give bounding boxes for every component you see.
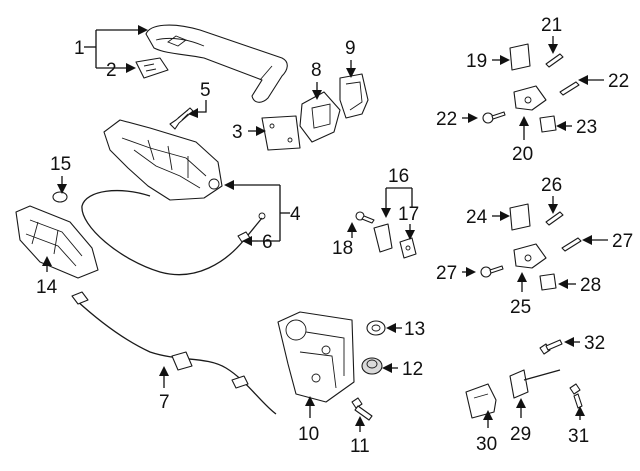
callout-13: 13 [404,319,425,340]
lower-hinge-group [480,203,582,291]
clip-part [52,191,68,203]
callout-3: 3 [232,122,243,143]
callout-9: 9 [345,38,356,59]
callout-19: 19 [466,51,487,72]
callout-5: 5 [200,80,211,101]
callout-17: 17 [398,204,419,225]
callout-10: 10 [298,424,319,445]
callout-26: 26 [541,175,562,196]
callout-12: 12 [402,359,423,380]
callout-28: 28 [580,275,601,296]
callout-29: 29 [510,424,531,445]
callout-31: 31 [568,426,589,447]
callout-16: 16 [388,166,409,187]
callout-6: 6 [262,232,273,253]
exterior-handle-part [145,24,288,103]
callout-18: 18 [332,238,353,259]
bracket-set-part [355,211,417,259]
latch-bolt-part [351,397,373,421]
callout-7: 7 [159,392,170,413]
cover-cap-part [339,73,369,119]
callout-27-left: 27 [436,263,457,284]
door-latch-part [277,311,355,403]
callout-4: 4 [290,204,301,225]
callout-32: 32 [584,333,605,354]
callout-14: 14 [36,277,58,298]
interior-handle-part [15,205,99,279]
callout-20: 20 [512,144,533,165]
callout-15: 15 [50,154,71,175]
callout-22-left: 22 [436,109,457,130]
callout-labels: 1 2 3 4 5 6 7 8 9 10 11 12 13 14 15 16 1… [36,15,633,457]
handle-carrier-part [103,119,223,201]
upper-hinge-group [482,43,580,133]
grommet-part [366,320,386,336]
callout-8: 8 [311,60,322,81]
callout-22-right: 22 [608,71,629,92]
callout-24: 24 [466,207,488,228]
interior-cable-part [71,291,277,415]
plug-part [361,357,383,375]
callout-1: 1 [74,38,85,59]
gasket-part [261,115,301,151]
lock-cylinder-housing-part [299,91,341,143]
screw-part-5 [169,107,194,130]
handle-pad-part [135,57,169,79]
latch-cable-part [81,189,266,276]
leader-lines [42,25,608,432]
callout-27-right: 27 [612,231,633,252]
callout-11: 11 [350,436,370,457]
callout-2: 2 [106,60,117,81]
callout-30: 30 [476,434,497,455]
callout-21: 21 [541,15,562,36]
callout-23: 23 [576,117,597,138]
callout-25: 25 [510,297,531,318]
door-check-group [465,339,583,419]
